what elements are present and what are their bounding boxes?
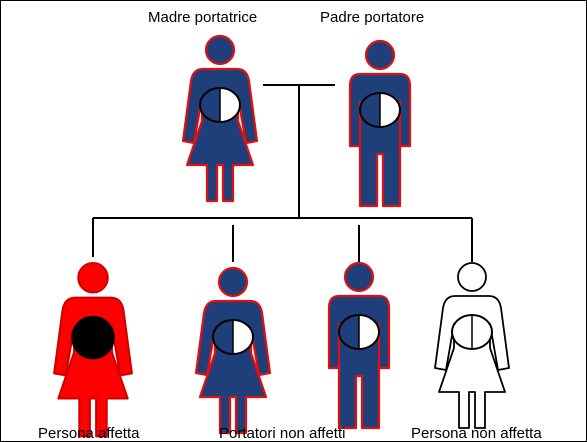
label-affected: Persona affetta bbox=[38, 425, 140, 442]
person-mother bbox=[181, 34, 259, 203]
head-icon bbox=[217, 266, 249, 298]
label-father: Padre portatore bbox=[320, 9, 425, 26]
affected-cell-icon bbox=[71, 315, 115, 360]
figures bbox=[53, 34, 510, 438]
cell-carrier-half-icon bbox=[452, 315, 472, 349]
label-carriers: Portatori non affetti bbox=[219, 425, 346, 442]
person-child-1 bbox=[53, 262, 133, 438]
cell-normal-half-icon bbox=[380, 93, 400, 127]
cell-carrier-half-icon bbox=[200, 88, 220, 122]
person-child-4 bbox=[434, 262, 510, 429]
cell-normal-half-icon bbox=[233, 320, 253, 354]
female-body-icon bbox=[194, 299, 272, 435]
cell-carrier-half-icon bbox=[213, 320, 233, 354]
female-body-icon bbox=[53, 296, 133, 438]
person-father bbox=[348, 39, 412, 208]
cell-normal-half-icon bbox=[472, 315, 492, 349]
cell-carrier-half-icon bbox=[360, 93, 380, 127]
head-icon bbox=[77, 262, 109, 294]
pedigree-lines bbox=[92, 84, 473, 262]
cell-normal-half-icon bbox=[220, 88, 240, 122]
person-child-2 bbox=[194, 266, 272, 435]
head-icon bbox=[364, 39, 396, 71]
female-body-icon bbox=[434, 295, 510, 429]
female-body-icon bbox=[181, 67, 259, 203]
cell-carrier-half-icon bbox=[339, 315, 359, 349]
head-icon bbox=[204, 34, 236, 66]
cell-normal-half-icon bbox=[359, 315, 379, 349]
head-icon bbox=[343, 261, 375, 293]
head-icon bbox=[457, 262, 487, 292]
label-unaffected: Persona non affetta bbox=[411, 425, 542, 442]
person-child-3 bbox=[327, 261, 391, 430]
label-mother: Madre portatrice bbox=[148, 9, 258, 26]
